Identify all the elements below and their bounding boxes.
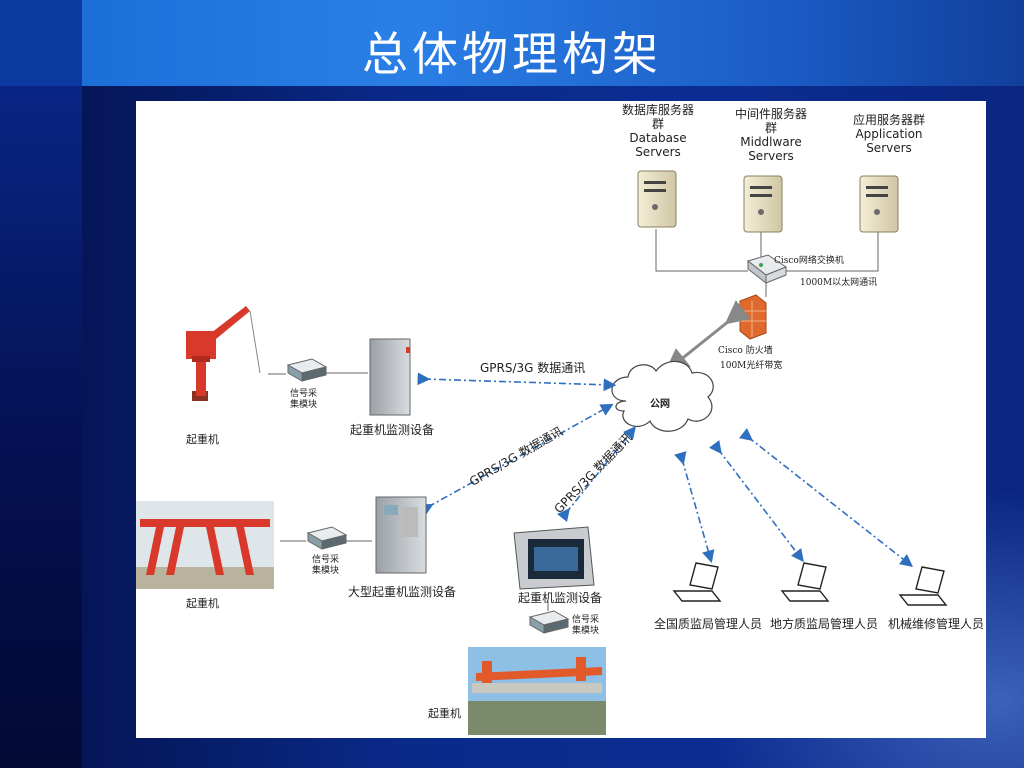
application-server-icon [859, 175, 899, 233]
switch-label: Cisco网络交换机 [774, 256, 844, 266]
crane-monitor-device-3-label: 起重机监测设备 [518, 591, 603, 605]
title-band-left [0, 0, 82, 86]
link-user1-cloud [674, 451, 715, 564]
large-crane-monitor-cabinet-icon [375, 496, 427, 574]
firewall-icon [739, 294, 767, 340]
slide-title: 总体物理构架 [362, 27, 662, 81]
bridge-crane-3-image [468, 647, 606, 735]
signal-module-1-icon [286, 358, 328, 382]
crane-monitor-cabinet-1-icon [369, 338, 411, 416]
cloud-label: 公网 [650, 399, 670, 410]
public-network-cloud-icon [611, 360, 714, 432]
portal-crane-1-image [186, 306, 261, 401]
firewall-label: Cisco 防火墙 [718, 346, 773, 356]
link-crane3-cloud [557, 426, 637, 522]
crane-2-label: 起重机 [186, 597, 219, 610]
module-3-label: 信号采集模块 [572, 615, 600, 636]
middleware-server-icon [743, 175, 783, 233]
crane-3-label: 起重机 [428, 707, 461, 720]
crane-monitor-device-1-label: 起重机监测设备 [350, 423, 435, 437]
signal-module-2-icon [306, 526, 348, 550]
database-servers-label: 数据库服务器群 Database Servers [621, 103, 694, 159]
diagram-canvas [136, 170, 948, 735]
application-servers-label: 应用服务器群 Application Servers [852, 113, 925, 155]
link-crane1-cloud [417, 372, 617, 392]
switch-wiring [655, 229, 879, 272]
firewall-link-label: 100M光纤带宽 [720, 361, 783, 371]
crane-1-label: 起重机 [186, 433, 219, 446]
gantry-crane-2-image [136, 501, 274, 589]
laptop-icon-local [780, 562, 830, 602]
laptop-icon-national [672, 562, 722, 602]
module-2-label: 信号采集模块 [312, 555, 340, 576]
firewall-cloud-link [664, 300, 751, 373]
link-user3-cloud [739, 428, 914, 567]
large-crane-monitor-device-label: 大型起重机监测设备 [348, 585, 457, 599]
middleware-servers-label: 中间件服务器群 Middlware Servers [734, 107, 807, 163]
title-band [82, 0, 1024, 86]
signal-module-3-icon [528, 610, 570, 634]
laptop-icon-maintenance [898, 566, 948, 606]
crane-monitor-panel-3-icon [513, 526, 595, 590]
link-label-1: GPRS/3G 数据通讯 [480, 361, 586, 375]
left-decor-strip [0, 0, 82, 768]
module-1-label: 信号采集模块 [290, 389, 318, 410]
user-maintenance-label: 机械维修管理人员 [888, 617, 985, 631]
user-national-label: 全国质监局管理人员 [654, 617, 763, 631]
user-local-label: 地方质监局管理人员 [770, 617, 879, 631]
link-user2-cloud [709, 440, 804, 563]
database-server-icon [637, 170, 677, 228]
architecture-diagram: 数据库服务器群 Database Servers 中间件服务器群 Middlwa… [136, 101, 986, 738]
network-switch-icon [746, 254, 788, 285]
link-crane2-cloud [419, 403, 614, 516]
switch-link-label: 1000M以太网通讯 [800, 278, 878, 288]
